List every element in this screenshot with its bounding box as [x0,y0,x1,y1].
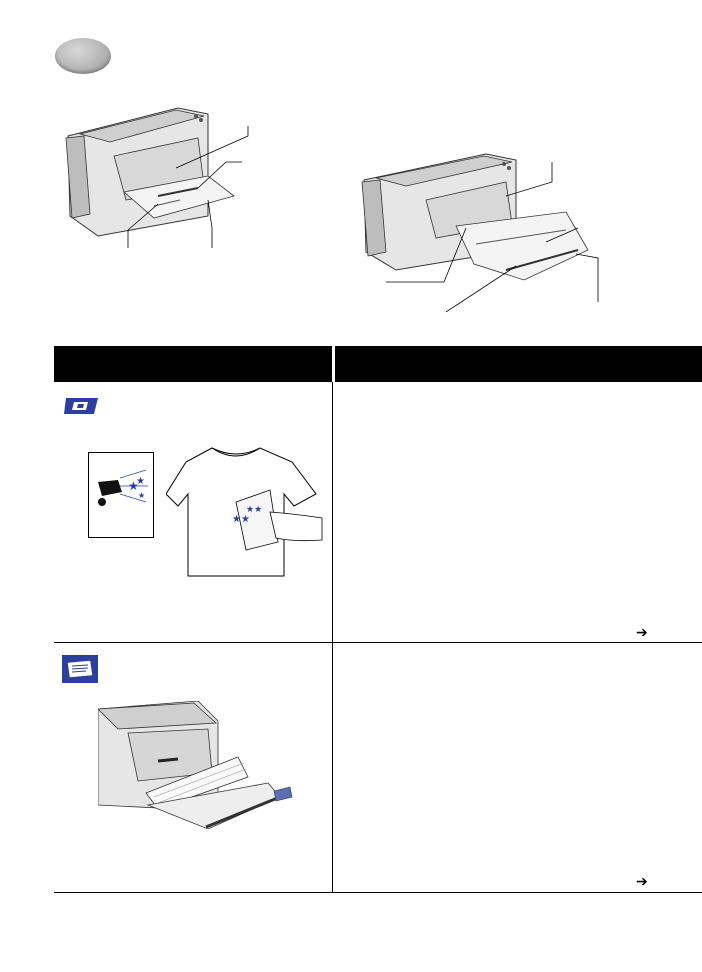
continue-arrow-icon: ➔ [636,873,648,889]
t-shirt-illustration: ★★ ★★ [166,447,323,577]
table-row [54,643,332,892]
transfer-sheet-illustration: ★ ★ ★ [88,452,154,538]
printer-illustration-closed-trays [65,107,249,248]
svg-text:★★: ★★ [232,514,250,525]
table-header-left [54,346,332,382]
table-header-right-label [335,357,345,371]
svg-text:★★: ★★ [246,504,262,514]
table-header-left-label [54,357,64,371]
svg-text:★: ★ [136,476,145,487]
table-bottom-rule [54,892,702,893]
printer-banner-loading-illustration [98,701,293,830]
table-row: ★ ★ ★ ★★ ★★ [54,382,332,642]
printer-illustration-extended-trays [361,153,599,312]
svg-text:★: ★ [128,479,139,493]
media-table: ★ ★ ★ ★★ ★★ ➔ [54,346,702,893]
banner-paper-icon [62,655,98,683]
table-column-divider [332,382,333,893]
table-row-divider [54,642,702,643]
svg-text:★: ★ [138,491,145,500]
chapter-badge [55,38,111,74]
continue-arrow-icon: ➔ [636,624,648,640]
table-header-right [335,346,702,382]
iron-on-transfer-icon [64,398,98,414]
